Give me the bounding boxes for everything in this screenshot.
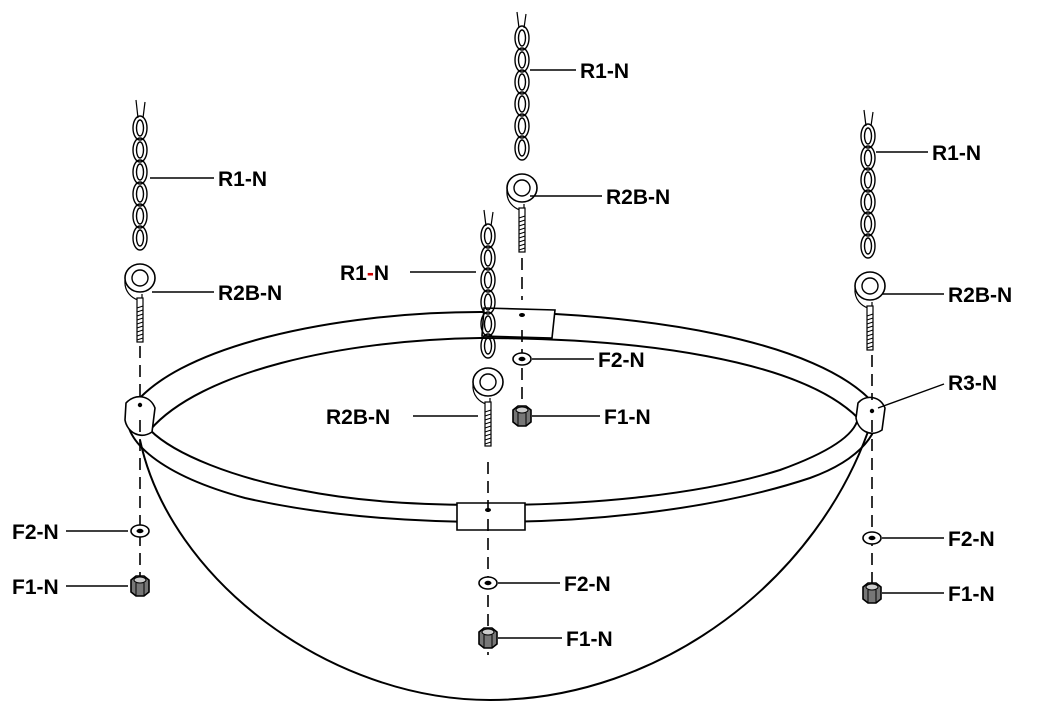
callout-left-eyebolt: R2B-N bbox=[218, 282, 282, 305]
alignment-lines bbox=[139, 258, 873, 655]
left-chain bbox=[132, 99, 148, 251]
back-eyebolt bbox=[506, 173, 538, 253]
highlighted-dash: - bbox=[367, 262, 374, 285]
right-nut bbox=[862, 582, 882, 604]
right-chain bbox=[860, 109, 876, 259]
leader-lines bbox=[66, 69, 945, 639]
front-nut bbox=[478, 627, 498, 649]
front-chain bbox=[480, 209, 496, 359]
right-washer bbox=[862, 531, 882, 545]
callout-back-nut: F1-N bbox=[604, 406, 651, 429]
callout-front-eyebolt: R2B-N bbox=[326, 406, 390, 429]
callout-back-chain: R1-N bbox=[580, 60, 629, 83]
callout-back-washer: F2-N bbox=[598, 349, 645, 372]
callout-right-rim: R3-N bbox=[948, 372, 997, 395]
front-eyebolt bbox=[472, 367, 504, 447]
callout-front-washer: F2-N bbox=[564, 573, 611, 596]
bowl bbox=[139, 419, 873, 702]
left-eyebolt bbox=[124, 263, 156, 343]
callout-front-nut: F1-N bbox=[566, 628, 613, 651]
rim-ring bbox=[124, 307, 886, 531]
callout-right-washer: F2-N bbox=[948, 528, 995, 551]
callout-left-chain: R1-N bbox=[218, 168, 267, 191]
callout-back-eyebolt: R2B-N bbox=[606, 186, 670, 209]
right-eyebolt bbox=[854, 271, 886, 351]
left-washer bbox=[130, 524, 150, 538]
callout-left-washer: F2-N bbox=[12, 521, 59, 544]
callout-right-chain: R1-N bbox=[932, 142, 981, 165]
callout-right-nut: F1-N bbox=[948, 583, 995, 606]
back-nut bbox=[512, 405, 532, 427]
back-washer bbox=[512, 352, 532, 366]
front-washer bbox=[478, 576, 498, 590]
callout-right-eyebolt: R2B-N bbox=[948, 284, 1012, 307]
callout-front-chain: R1-N bbox=[340, 262, 389, 285]
back-chain bbox=[514, 11, 530, 161]
callout-left-nut: F1-N bbox=[12, 576, 59, 599]
left-nut bbox=[130, 575, 150, 597]
